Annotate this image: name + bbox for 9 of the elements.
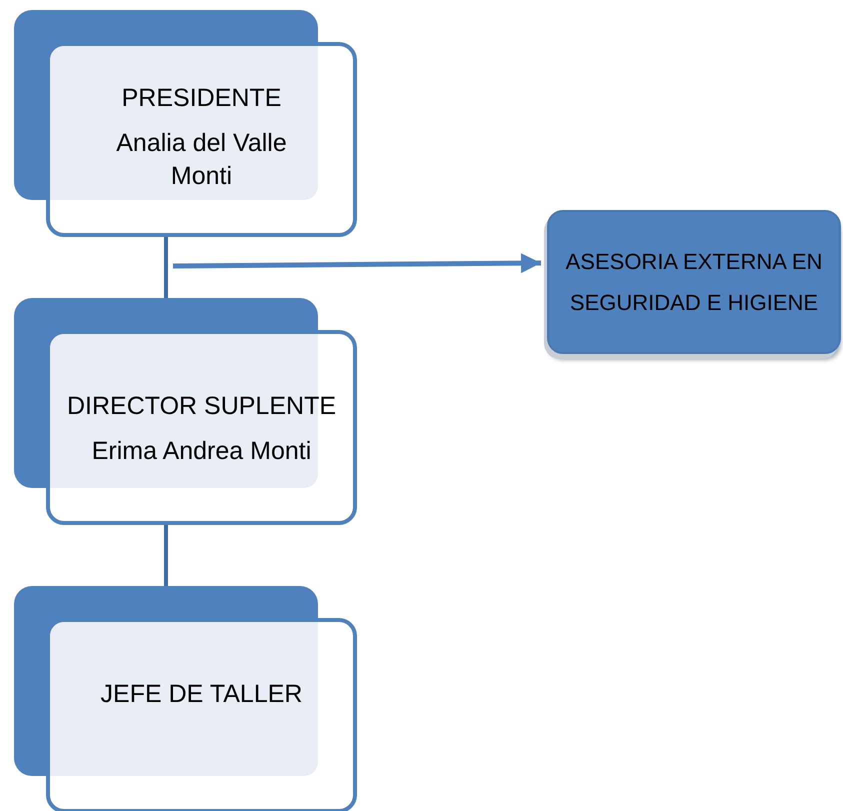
- position-title: PRESIDENTE: [122, 83, 282, 114]
- person-name: Erima Andrea Monti: [92, 436, 312, 467]
- arrow: [172, 253, 542, 274]
- position-title: JEFE DE TALLER: [100, 679, 302, 710]
- position-title: DIRECTOR SUPLENTE: [66, 391, 336, 422]
- connector-line: [164, 525, 168, 586]
- person-name: Analia del Valle Monti: [115, 128, 288, 192]
- connector-line: [164, 237, 168, 298]
- box-label: ASESORIA EXTERNA EN SEGURIDAD E HIGIENE: [564, 248, 824, 317]
